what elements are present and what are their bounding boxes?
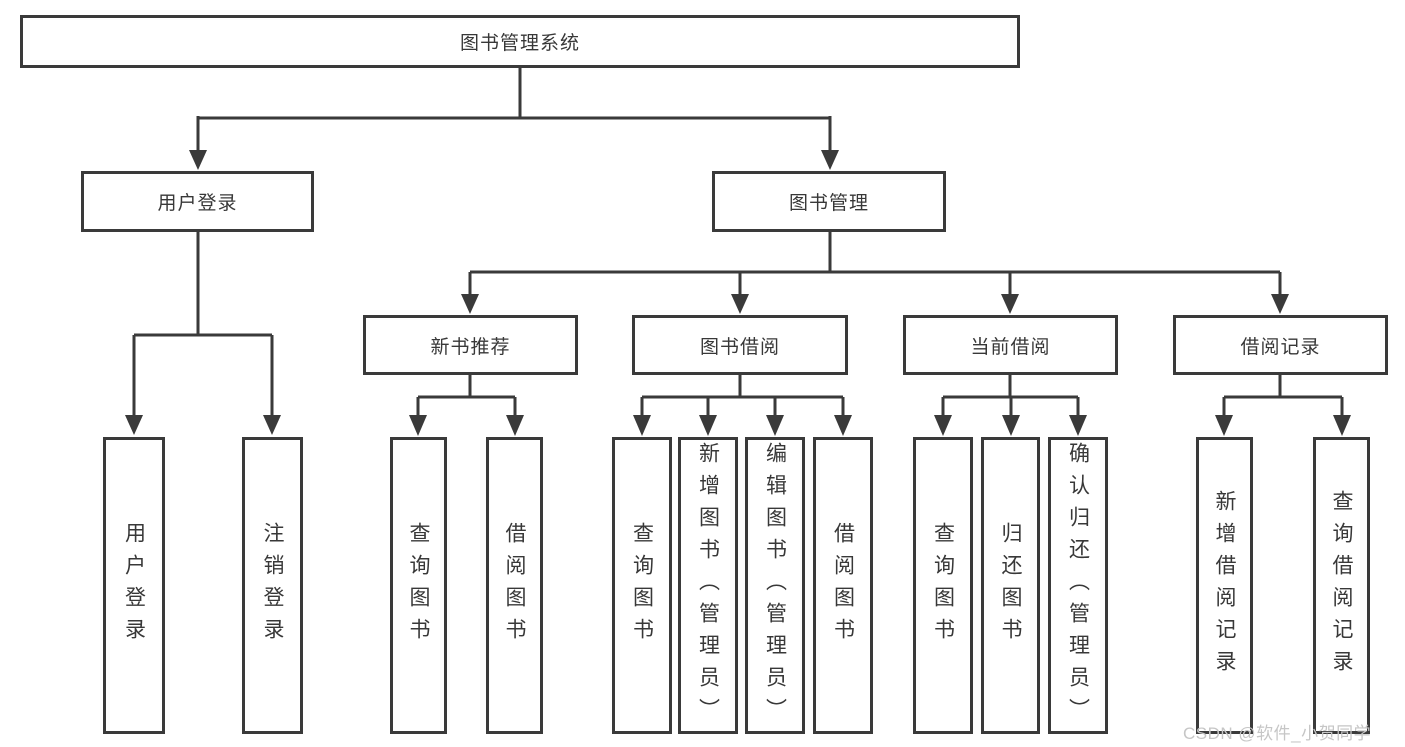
connector-root: [189, 68, 839, 170]
leaf-query-books-current: 查询图书: [913, 437, 973, 734]
leaf-confirm-return-admin: 确认归还（管理员）: [1048, 437, 1108, 734]
node-label: 借阅图书: [503, 521, 526, 650]
node-current-borrow: 当前借阅: [903, 315, 1118, 375]
leaf-borrow-books-recommend: 借阅图书: [486, 437, 543, 734]
leaf-edit-book-admin: 编辑图书（管理员）: [745, 437, 805, 734]
node-label: 编辑图书（管理员）: [763, 441, 787, 730]
node-borrow-records: 借阅记录: [1173, 315, 1388, 375]
node-label: 查询图书: [630, 521, 654, 650]
leaf-query-borrow-record: 查询借阅记录: [1313, 437, 1370, 734]
leaf-add-book-admin: 新增图书（管理员）: [678, 437, 738, 734]
watermark: CSDN @软件_小贺同学: [1183, 724, 1372, 743]
leaf-query-books-borrow: 查询图书: [612, 437, 672, 734]
node-label: 查询图书: [931, 521, 955, 650]
connector-book-borrow: [633, 375, 852, 436]
node-label: 确认归还（管理员）: [1066, 441, 1090, 730]
leaf-borrow-books: 借阅图书: [813, 437, 873, 734]
leaf-user-login: 用户登录: [103, 437, 165, 734]
node-label: 查询借阅记录: [1330, 489, 1353, 682]
node-label: 注销登录: [261, 521, 284, 650]
leaf-return-book: 归还图书: [981, 437, 1040, 734]
node-label: 借阅图书: [831, 521, 855, 650]
leaf-add-borrow-record: 新增借阅记录: [1196, 437, 1253, 734]
node-label: 图书借阅: [699, 336, 780, 358]
node-label: 新增借阅记录: [1213, 489, 1236, 682]
node-book-management: 图书管理: [712, 171, 946, 232]
node-label: 当前借阅: [970, 336, 1051, 358]
node-book-borrow: 图书借阅: [632, 315, 848, 375]
node-label: 查询图书: [407, 521, 430, 650]
node-label: 用户登录: [122, 521, 146, 650]
node-label: 借阅记录: [1240, 336, 1321, 358]
node-library-management-system: 图书管理系统: [20, 15, 1020, 68]
node-label: 新书推荐: [430, 336, 511, 358]
connector-user-login: [125, 232, 281, 435]
connector-book-management: [461, 232, 1289, 314]
connector-new-book-recommend: [409, 375, 524, 436]
node-new-book-recommend: 新书推荐: [363, 315, 578, 375]
node-label: 归还图书: [999, 521, 1022, 650]
node-user-login: 用户登录: [81, 171, 314, 232]
node-label: 新增图书（管理员）: [696, 441, 720, 730]
leaf-logout: 注销登录: [242, 437, 303, 734]
node-label: 用户登录: [157, 193, 238, 214]
connector-borrow-records: [1215, 375, 1351, 436]
connector-current-borrow: [934, 375, 1087, 436]
node-label: 图书管理: [788, 193, 869, 214]
node-label: 图书管理系统: [459, 33, 580, 54]
leaf-query-books-recommend: 查询图书: [390, 437, 447, 734]
